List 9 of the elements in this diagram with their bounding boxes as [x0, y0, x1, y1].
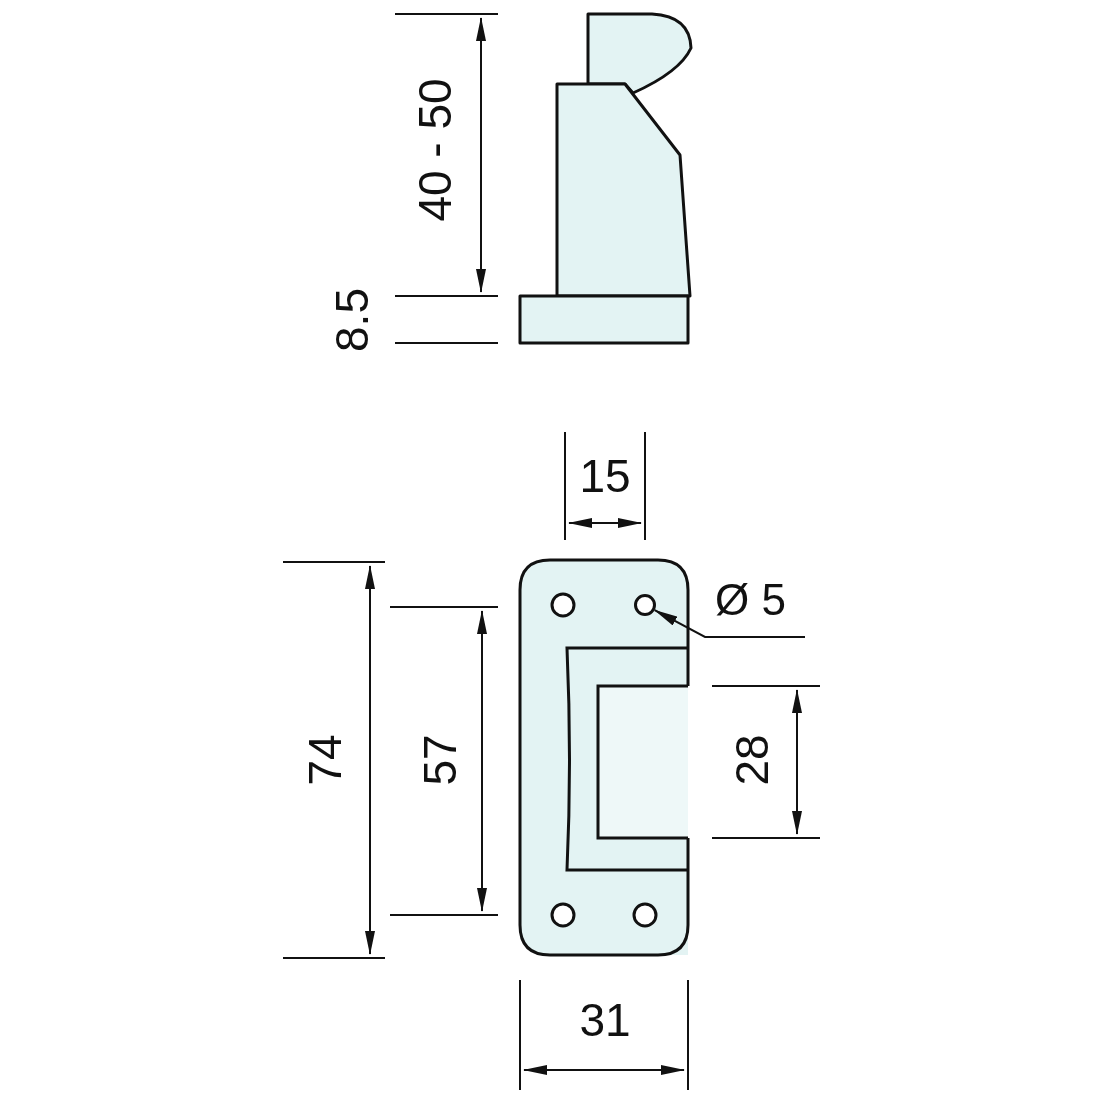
dimension-label: 40 - 50 — [412, 78, 458, 222]
dimension-label: 74 — [302, 734, 348, 786]
dimension-label: 57 — [417, 734, 463, 786]
dimension-label: Ø 5 — [715, 578, 786, 622]
dimension-label: 15 — [579, 453, 631, 499]
leader-line — [653, 609, 806, 638]
dimension-label: 31 — [579, 997, 631, 1043]
dimension-label: 8.5 — [329, 288, 375, 352]
dimension-label: 28 — [729, 734, 775, 786]
